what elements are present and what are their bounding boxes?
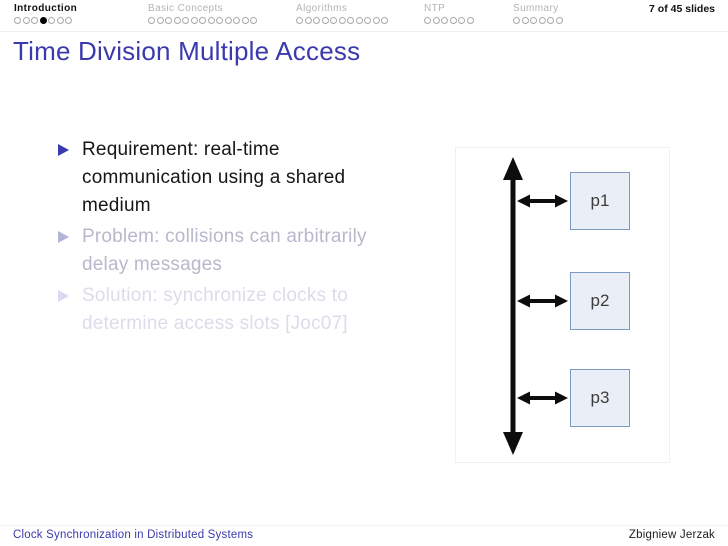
frame-dot-icon[interactable] <box>216 17 223 24</box>
progress-dots <box>148 17 259 24</box>
frame-dot-icon[interactable] <box>65 17 72 24</box>
frame-dot-icon[interactable] <box>381 17 388 24</box>
frame-dot-icon[interactable] <box>347 17 354 24</box>
nav-section-algorithms[interactable]: Algorithms <box>296 3 390 24</box>
frame-dot-icon[interactable] <box>224 17 232 24</box>
process-box-p2: p2 <box>570 272 630 330</box>
frame-dot-icon[interactable] <box>547 17 554 24</box>
frame-dot-icon[interactable] <box>513 17 520 24</box>
frame-dot-icon[interactable] <box>364 17 371 24</box>
frame-dot-icon[interactable] <box>521 17 529 24</box>
frame-dot-icon[interactable] <box>372 17 380 24</box>
frame-dot-icon[interactable] <box>14 17 21 24</box>
nav-section-introduction[interactable]: Introduction <box>14 3 77 24</box>
process-box-p3: p3 <box>570 369 630 427</box>
frame-dot-icon[interactable] <box>449 17 457 24</box>
progress-dots <box>296 17 390 24</box>
frame-dot-icon[interactable] <box>355 17 363 24</box>
page-title: Time Division Multiple Access <box>13 36 361 66</box>
frame-dot-icon[interactable] <box>233 17 240 24</box>
frame-dot-icon[interactable] <box>424 17 431 24</box>
frame-dot-icon[interactable] <box>313 17 320 24</box>
nav-section-label[interactable]: NTP <box>424 3 446 14</box>
tdma-diagram: p1 p2 p3 <box>455 147 670 463</box>
footer-author: Zbigniew Jerzak <box>628 529 715 541</box>
frame-dot-icon[interactable] <box>241 17 249 24</box>
frame-dot-icon[interactable] <box>530 17 537 24</box>
frame-dot-icon[interactable] <box>207 17 215 24</box>
frame-dot-icon[interactable] <box>48 17 55 24</box>
frame-dot-icon[interactable] <box>148 17 155 24</box>
progress-dots <box>14 17 77 24</box>
bullet-triangle-icon <box>58 144 69 156</box>
frame-dot-icon[interactable] <box>538 17 546 24</box>
footer-title: Clock Synchronization in Distributed Sys… <box>13 529 254 541</box>
bullet-triangle-icon <box>58 231 69 243</box>
frame-dot-icon[interactable] <box>432 17 440 24</box>
progress-dots <box>424 17 475 24</box>
progress-dots <box>513 17 564 24</box>
nav-section-label[interactable]: Introduction <box>14 3 78 14</box>
frame-dot-icon[interactable] <box>458 17 465 24</box>
nav-section-ntp[interactable]: NTP <box>424 3 475 24</box>
frame-dot-icon[interactable] <box>173 17 181 24</box>
diagram-arrows <box>503 157 568 455</box>
frame-dot-icon[interactable] <box>330 17 337 24</box>
frame-dot-icon[interactable] <box>338 17 346 24</box>
nav-section-label[interactable]: Algorithms <box>296 3 348 14</box>
bidirectional-arrow-icon <box>517 194 568 208</box>
process-box-p1: p1 <box>570 172 630 230</box>
frame-dot-icon[interactable] <box>190 17 198 24</box>
bidirectional-arrow-icon <box>517 391 568 405</box>
bullet-triangle-icon <box>58 290 69 302</box>
frame-dot-icon[interactable] <box>304 17 312 24</box>
frame-dot-icon[interactable] <box>156 17 164 24</box>
current-frame-dot-icon[interactable] <box>39 17 47 24</box>
frame-dot-icon[interactable] <box>22 17 30 24</box>
frame-dot-icon[interactable] <box>466 17 474 24</box>
bidirectional-arrow-icon <box>517 294 568 308</box>
nav-section-label[interactable]: Basic Concepts <box>148 3 224 14</box>
nav-header: Introduction Basic Concepts Algorithms NTP S… <box>0 0 728 31</box>
frame-dot-icon[interactable] <box>199 17 206 24</box>
frame-dot-icon[interactable] <box>250 17 257 24</box>
frame-dot-icon[interactable] <box>31 17 38 24</box>
time-axis-arrow-icon <box>503 157 523 455</box>
frame-dot-icon[interactable] <box>296 17 303 24</box>
frame-dot-icon[interactable] <box>56 17 64 24</box>
frame-dot-icon[interactable] <box>555 17 563 24</box>
nav-section-summary[interactable]: Summary <box>513 3 564 24</box>
frame-dot-icon[interactable] <box>165 17 172 24</box>
frame-dot-icon[interactable] <box>321 17 329 24</box>
footer-divider <box>0 525 728 526</box>
slide-counter: 7 of 45 slides <box>649 3 715 15</box>
frame-dot-icon[interactable] <box>182 17 189 24</box>
frame-dot-icon[interactable] <box>441 17 448 24</box>
nav-section-basic-concepts[interactable]: Basic Concepts <box>148 3 259 24</box>
nav-section-label[interactable]: Summary <box>513 3 559 14</box>
header-divider <box>0 31 728 32</box>
